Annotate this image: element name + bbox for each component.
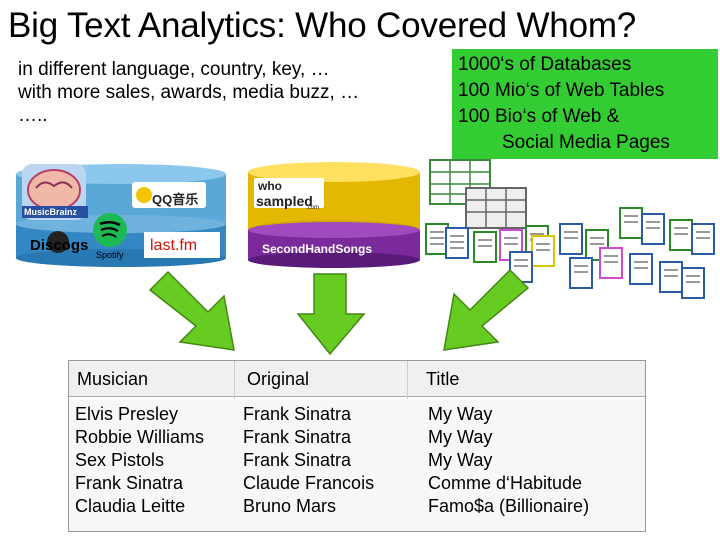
table-body: Elvis Presley Robbie Williams Sex Pistol…	[69, 399, 645, 532]
table-cell: Bruno Mars	[243, 496, 337, 516]
table-cell: . . . . .	[75, 519, 121, 532]
arrow-down-icon	[296, 273, 366, 356]
database-cylinders-left	[16, 164, 226, 267]
whosampled-com-label: .com	[306, 205, 320, 211]
sources-line-3: 100 Bio‘s of Web &	[458, 106, 620, 127]
slide-title: Big Text Analytics: Who Covered Whom?	[8, 6, 637, 45]
table-cell: My Way	[428, 427, 493, 447]
musicbrainz-label: MusicBrainz	[24, 207, 78, 217]
table-header: Musician Original Title	[69, 361, 645, 397]
lastfm-label: last.fm	[150, 237, 198, 254]
table-cell: Frank Sinatra	[75, 473, 184, 493]
table-cell: . . . . .	[243, 519, 289, 532]
discogs-label: Discogs	[30, 237, 89, 254]
secondhandsongs-label: SecondHandSongs	[262, 242, 373, 256]
table-cell: My Way	[428, 450, 493, 470]
web-page-icon	[473, 231, 497, 263]
whosampled-logo-bg	[254, 178, 324, 208]
web-page-icon	[569, 257, 593, 289]
header-original: Original	[247, 369, 310, 389]
table-cell: Famo$a (Billionaire)	[428, 496, 590, 516]
column-title: My Way My Way My Way Comme d‘Habitude Fa…	[428, 403, 590, 532]
web-page-icon	[669, 219, 693, 251]
table-cell: Frank Sinatra	[243, 450, 352, 470]
discogs-record-icon	[47, 231, 69, 253]
subtitle-line-2: with more sales, awards, media buzz, …	[18, 82, 360, 103]
subtitle: in different language, country, key, … w…	[18, 58, 359, 127]
web-page-icon	[691, 223, 715, 255]
musicbrainz-logo	[22, 164, 88, 220]
table-cell: Elvis Presley	[75, 404, 179, 424]
web-page-icon	[659, 261, 683, 293]
table-cell: Sex Pistols	[75, 450, 165, 470]
arrow-down-left-icon	[443, 268, 530, 351]
table-cell: Frank Sinatra	[243, 404, 352, 424]
web-page-icon	[445, 227, 469, 259]
whosampled-label: sampled	[256, 193, 313, 209]
qq-music-logo	[132, 182, 206, 208]
column-original: Frank Sinatra Frank Sinatra Frank Sinatr…	[243, 403, 375, 532]
spotify-logo	[93, 213, 127, 247]
sources-box: 1000‘s of Databases 100 Mio‘s of Web Tab…	[452, 49, 718, 159]
arrow-down-right-icon	[148, 270, 235, 351]
table-cell: My Way	[428, 404, 493, 424]
header-musician: Musician	[77, 369, 149, 389]
database-cylinders-middle	[248, 162, 420, 268]
table-cell: Robbie Williams	[75, 427, 205, 447]
web-table-icon	[465, 187, 527, 229]
web-page-icon	[641, 213, 665, 245]
web-page-icon	[559, 223, 583, 255]
header-title: Title	[426, 369, 460, 389]
spotify-label: Spotify	[96, 250, 124, 260]
lastfm-logo-bg	[144, 232, 220, 258]
web-page-icon	[599, 247, 623, 279]
sources-line-1: 1000‘s of Databases	[458, 54, 632, 75]
web-page-icon	[425, 223, 449, 255]
table-cell: Comme d‘Habitude	[428, 473, 583, 493]
web-page-icon	[619, 207, 643, 239]
web-documents-cluster	[425, 159, 715, 299]
sources-line-4: Social Media Pages	[502, 132, 670, 153]
subtitle-line-3: …..	[18, 105, 48, 126]
sources-line-2: 100 Mio‘s of Web Tables	[458, 80, 665, 101]
whosampled-label-top: who	[258, 179, 282, 193]
subtitle-line-1: in different language, country, key, …	[18, 59, 330, 80]
column-musician: Elvis Presley Robbie Williams Sex Pistol…	[75, 403, 205, 532]
covers-table: Musician Original Title Elvis Presley Ro…	[68, 360, 646, 532]
web-page-icon	[681, 267, 705, 299]
table-cell: Frank Sinatra	[243, 427, 352, 447]
web-page-icon	[531, 235, 555, 267]
table-cell: . . . . .	[428, 519, 474, 532]
table-cell: Claude Francois	[243, 473, 375, 493]
web-page-icon	[629, 253, 653, 285]
database-cylinder-middle-bottom	[248, 222, 420, 268]
qq-music-label: QQ音乐	[152, 192, 199, 207]
table-cell: Claudia Leitte	[75, 496, 186, 516]
